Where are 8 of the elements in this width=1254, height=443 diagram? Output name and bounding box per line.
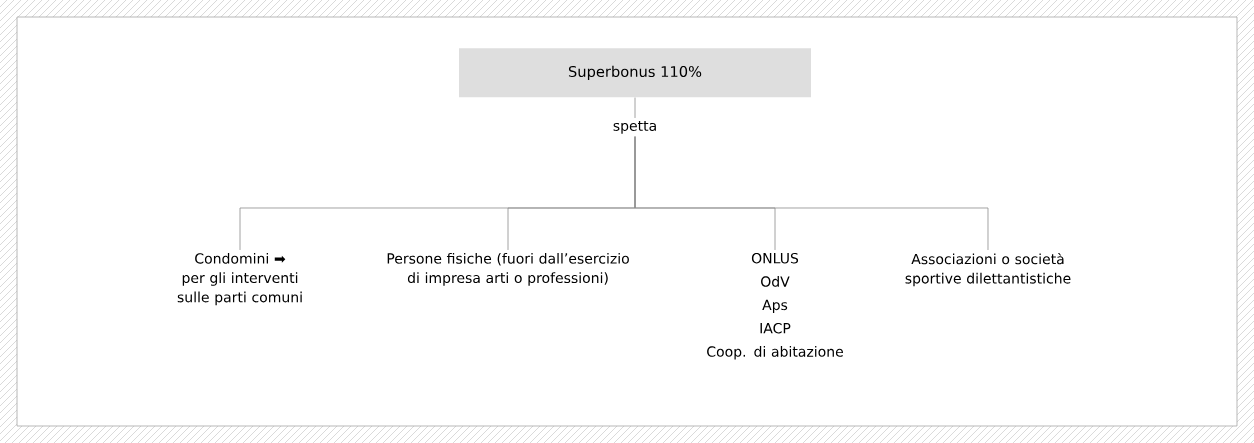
connector-line <box>634 97 636 119</box>
title-box: Superbonus 110% <box>459 48 811 98</box>
category-label: Persone fisiche (fuori dall’esercizio di impresa arti o professioni) <box>387 252 629 286</box>
category-label: Condomini ➡ per gli interventi sulle parti comuni <box>177 252 302 306</box>
category-label: ONLUS OdV Aps IACP Coop. di abitazione <box>707 252 843 360</box>
category-label: spetta <box>613 120 656 134</box>
category-label: Associazioni o società sportive dilettantistiche <box>905 252 1071 287</box>
connector-line <box>634 136 989 251</box>
